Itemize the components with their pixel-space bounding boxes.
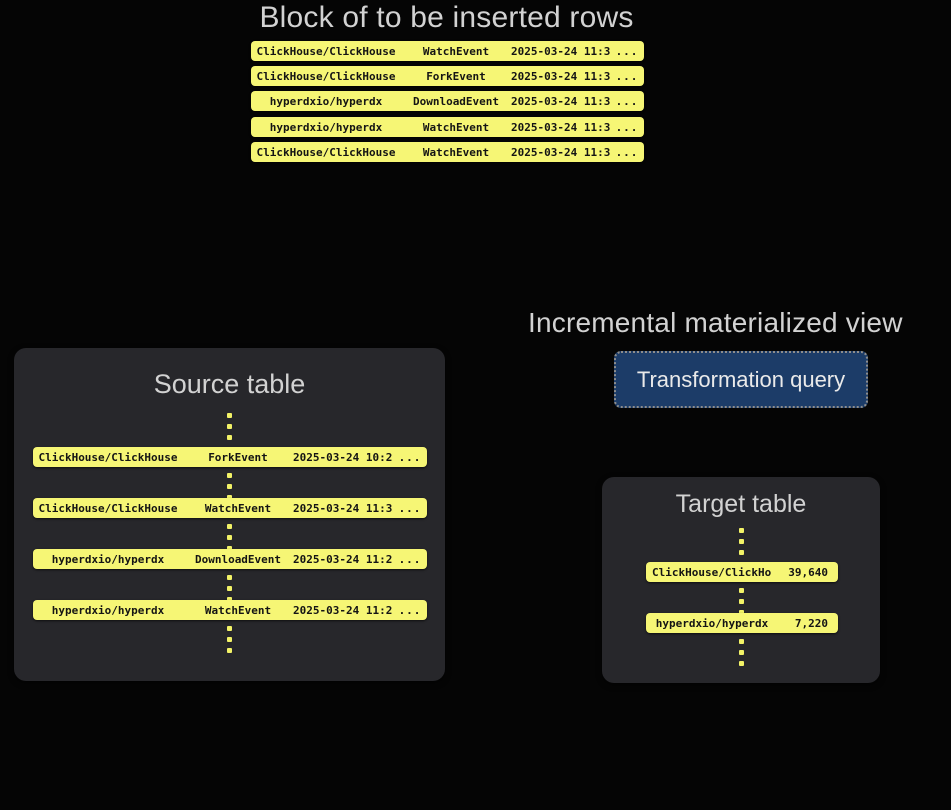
row-repo: ClickHouse/ClickHouse	[38, 450, 178, 464]
row-repo: ClickHouse/ClickHouse	[38, 501, 178, 515]
transformation-query-box[interactable]: Transformation query	[614, 351, 868, 408]
table-row: ClickHouse/ClickHouse WatchEvent 2025-03…	[251, 41, 644, 61]
table-row: hyperdxio/hyperdx WatchEvent 2025-03-24 …	[251, 117, 644, 137]
target-table-panel: Target table ClickHouse/ClickHouse 39,64…	[602, 477, 880, 683]
row-repo: ClickHouse/ClickHouse	[256, 145, 396, 159]
vertical-ellipsis-icon	[227, 575, 232, 602]
row-ellipsis: ...	[615, 94, 639, 108]
row-time: 2025-03-24 11:35:40	[511, 44, 610, 58]
row-event: DownloadEvent	[194, 552, 282, 566]
row-event: WatchEvent	[204, 501, 272, 515]
row-time: 2025-03-24 11:28:32	[293, 603, 393, 617]
row-time: 2025-03-24 11:35:48	[511, 94, 610, 108]
row-event: DownloadEvent	[412, 94, 500, 108]
table-row: hyperdxio/hyperdx DownloadEvent 2025-03-…	[251, 91, 644, 111]
row-ellipsis: ...	[398, 603, 422, 617]
row-repo: hyperdxio/hyperdx	[51, 603, 165, 617]
row-ellipsis: ...	[615, 44, 639, 58]
vertical-ellipsis-icon	[739, 528, 744, 555]
row-ellipsis: ...	[615, 120, 639, 134]
row-event: ForkEvent	[426, 69, 486, 83]
row-event: ForkEvent	[208, 450, 268, 464]
row-time: 2025-03-24 11:35:44	[511, 69, 610, 83]
row-time: 2025-03-24 11:35:52	[511, 120, 610, 134]
table-row: ClickHouse/ClickHouse WatchEvent 2025-03…	[33, 498, 427, 518]
vertical-ellipsis-icon	[227, 473, 232, 500]
row-count: 39,640	[788, 565, 828, 579]
source-table-panel: Source table ClickHouse/ClickHouse ForkE…	[14, 348, 445, 681]
table-row: ClickHouse/ClickHouse 39,640	[646, 562, 838, 582]
vertical-ellipsis-icon	[739, 588, 744, 615]
target-table-title: Target table	[675, 490, 807, 518]
row-ellipsis: ...	[615, 69, 639, 83]
row-ellipsis: ...	[398, 450, 422, 464]
table-row: hyperdxio/hyperdx DownloadEvent 2025-03-…	[33, 549, 427, 569]
vertical-ellipsis-icon	[227, 524, 232, 551]
row-ellipsis: ...	[398, 501, 422, 515]
row-time: 2025-03-24 11:32:54	[293, 501, 393, 515]
table-row: hyperdxio/hyperdx 7,220	[646, 613, 838, 633]
row-ellipsis: ...	[615, 145, 639, 159]
table-row: hyperdxio/hyperdx WatchEvent 2025-03-24 …	[33, 600, 427, 620]
row-time: 2025-03-24 10:25:00	[293, 450, 393, 464]
block-title: Block of to be inserted rows	[259, 1, 634, 34]
row-repo: ClickHouse/ClickHouse	[256, 69, 396, 83]
table-row: ClickHouse/ClickHouse ForkEvent 2025-03-…	[251, 66, 644, 86]
row-repo: hyperdxio/hyperdx	[655, 616, 769, 630]
row-time: 2025-03-24 11:35:54	[511, 145, 610, 159]
vertical-ellipsis-icon	[739, 639, 744, 666]
row-repo: hyperdxio/hyperdx	[269, 120, 383, 134]
vertical-ellipsis-icon	[227, 413, 232, 440]
row-time: 2025-03-24 11:20:12	[293, 552, 393, 566]
row-repo: ClickHouse/ClickHouse	[652, 565, 772, 579]
row-event: WatchEvent	[422, 44, 490, 58]
table-row: ClickHouse/ClickHouse ForkEvent 2025-03-…	[33, 447, 427, 467]
row-count: 7,220	[794, 616, 828, 630]
row-event: WatchEvent	[204, 603, 272, 617]
row-repo: hyperdxio/hyperdx	[51, 552, 165, 566]
row-event: WatchEvent	[422, 145, 490, 159]
row-repo: ClickHouse/ClickHouse	[256, 44, 396, 58]
row-ellipsis: ...	[398, 552, 422, 566]
source-table-title: Source table	[153, 369, 306, 399]
table-row: ClickHouse/ClickHouse WatchEvent 2025-03…	[251, 142, 644, 162]
row-repo: hyperdxio/hyperdx	[269, 94, 383, 108]
vertical-ellipsis-icon	[227, 626, 232, 653]
materialized-view-title: Incremental materialized view	[528, 307, 903, 338]
row-event: WatchEvent	[422, 120, 490, 134]
